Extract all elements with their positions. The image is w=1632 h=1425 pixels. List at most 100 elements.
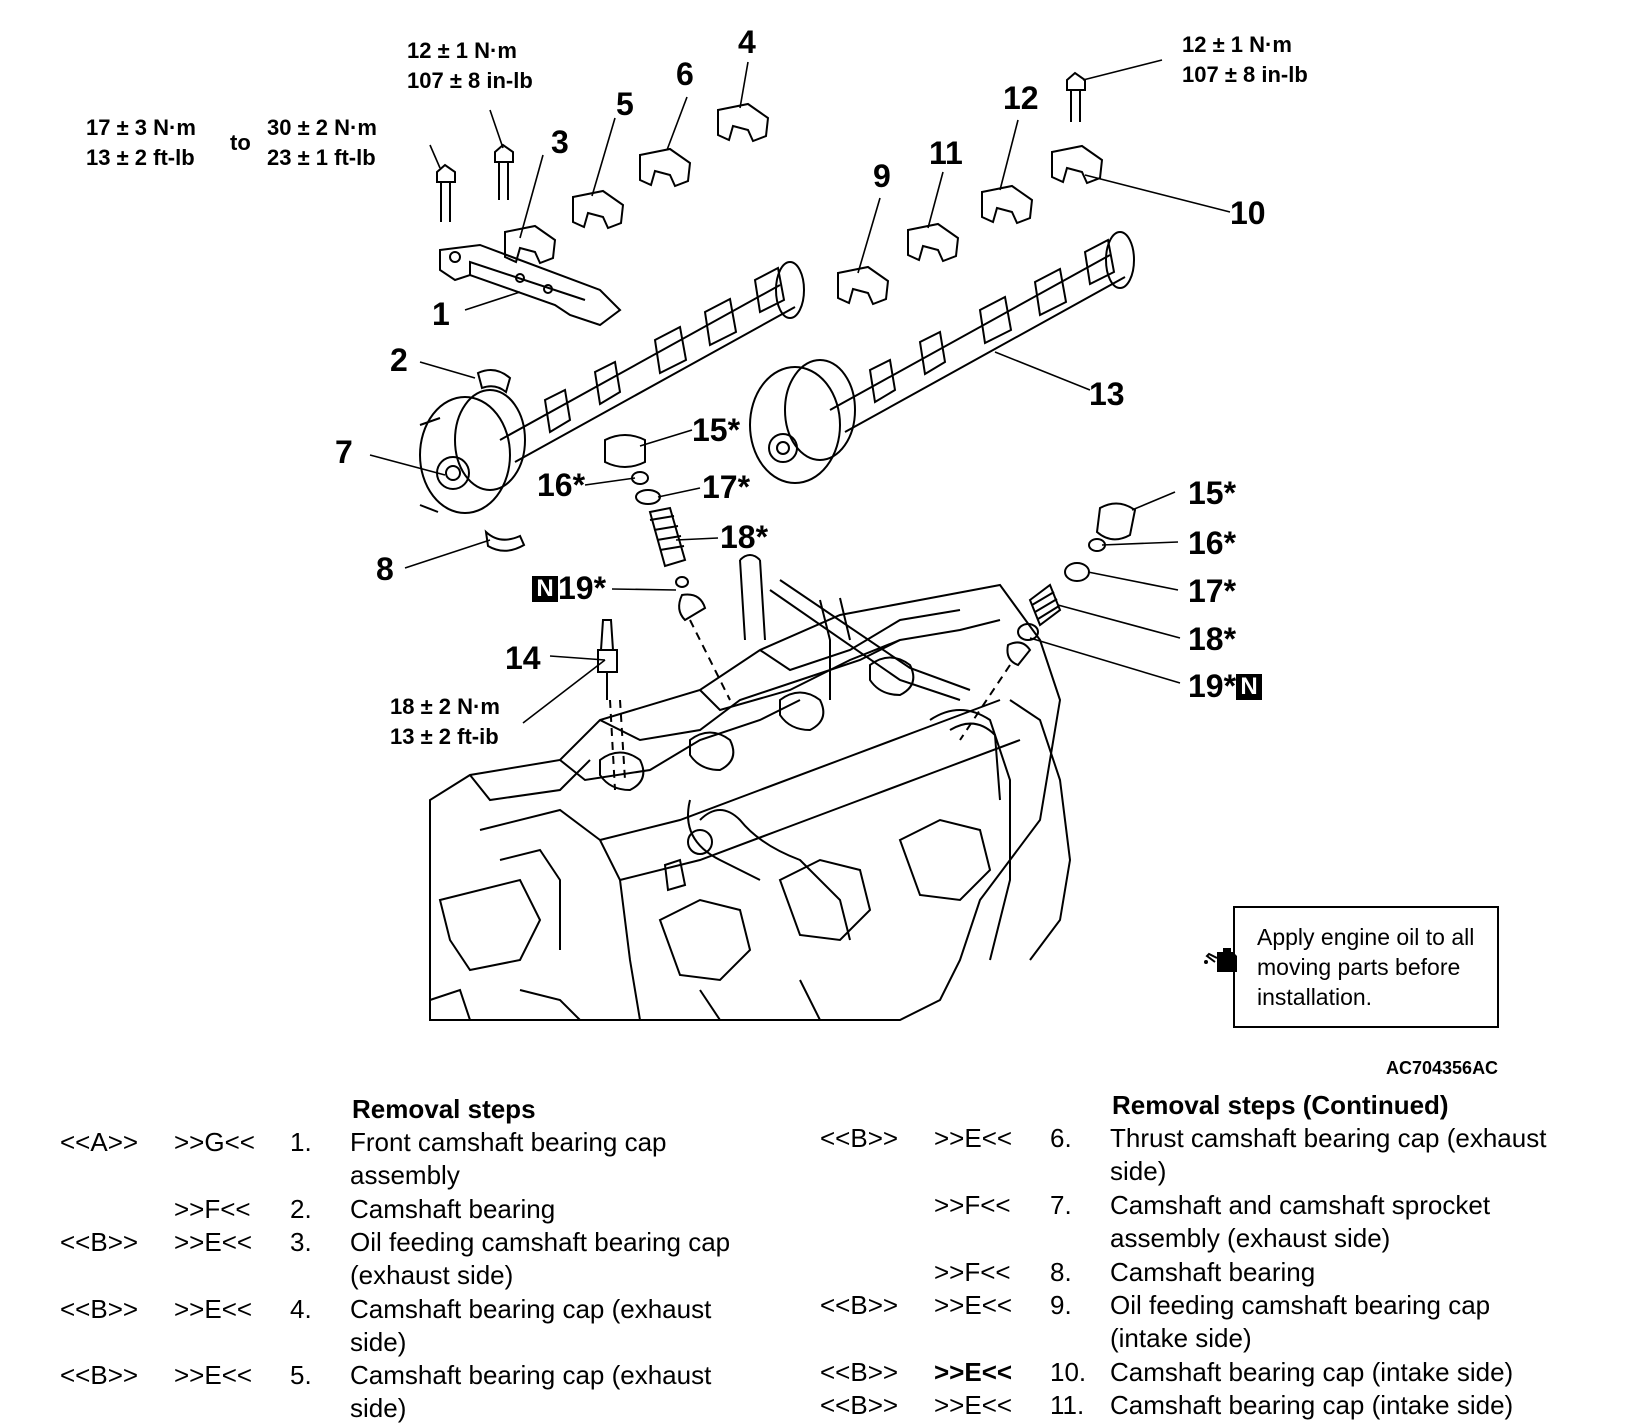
torque-value: 18 ± 2 N·m: [390, 694, 500, 719]
step-text: Front camshaft bearing cap assembly: [350, 1127, 667, 1190]
callout-6: 6: [676, 56, 694, 92]
step-ref-b: >>E<<: [934, 1357, 1013, 1387]
oil-note-box: Apply engine oil to all moving parts bef…: [1233, 906, 1499, 1028]
front-bearing-cap-assembly: [439, 243, 622, 327]
torque-value: 107 ± 8 in-lb: [407, 68, 533, 93]
callout-19-intake: 19*N: [1188, 668, 1263, 704]
callout-8: 8: [376, 551, 394, 587]
torque-value: 12 ± 1 N·m: [407, 38, 517, 63]
front-cap-bolts: [436, 71, 1086, 222]
step-text: Camshaft bearing cap (exhaust side): [350, 1294, 712, 1357]
step-number: 9.: [1050, 1290, 1072, 1320]
callout-13: 13: [1089, 376, 1125, 412]
callout-17-exhaust: 17*: [702, 469, 751, 505]
removal-steps-continued-title: Removal steps (Continued): [1112, 1090, 1449, 1120]
leader-lines: [369, 59, 1231, 724]
new-part-mark: N: [1236, 674, 1263, 700]
step-ref-a: <<B>>: [60, 1294, 139, 1324]
step-number: 3.: [290, 1227, 312, 1257]
torque-front-cap-initial: 17 ± 3 N·m 13 ± 2 ft-lb: [86, 113, 196, 173]
oil-note-text: Apply engine oil to all moving parts bef…: [1257, 924, 1475, 1010]
callout-18-intake: 18*: [1188, 621, 1237, 657]
callout-2: 2: [390, 342, 408, 378]
torque-value: 13 ± 2 ft-ib: [390, 724, 499, 749]
torque-value: 17 ± 3 N·m: [86, 115, 196, 140]
callout-7: 7: [335, 434, 353, 470]
step-ref-a: <<B>>: [820, 1290, 899, 1320]
step-ref-b: >>E<<: [174, 1227, 253, 1257]
step-ref-b: >>E<<: [934, 1123, 1013, 1153]
torque-value: 107 ± 8 in-lb: [1182, 62, 1308, 87]
step-number: 6.: [1050, 1123, 1072, 1153]
step-ref-b: >>F<<: [934, 1190, 1011, 1220]
intake-valve-stack: [959, 502, 1137, 741]
step-text: Camshaft bearing: [1110, 1257, 1316, 1287]
step-number: 11.: [1050, 1390, 1085, 1420]
step-text: Camshaft bearing cap (intake side): [1110, 1390, 1514, 1420]
callout-16-intake: 16*: [1188, 525, 1237, 561]
step-ref-b: >>E<<: [174, 1294, 253, 1324]
step-text: Camshaft and camshaft sprocket assembly …: [1110, 1190, 1491, 1253]
camshaft-bearings: [476, 368, 526, 552]
step-number: 5.: [290, 1360, 312, 1390]
step-number: 1.: [290, 1127, 312, 1157]
step-number: 10.: [1050, 1357, 1087, 1387]
step-number: 7.: [1050, 1190, 1072, 1220]
torque-front-cap-final: 30 ± 2 N·m 23 ± 1 ft-lb: [267, 113, 377, 173]
step-text: Oil feeding camshaft bearing cap (intake…: [1110, 1290, 1491, 1353]
callout-5: 5: [616, 86, 634, 122]
step-text: Thrust camshaft bearing cap (exhaust sid…: [1110, 1123, 1547, 1186]
bearing-caps: [504, 102, 1104, 306]
step-ref-b: >>F<<: [174, 1194, 251, 1224]
step-text: Camshaft bearing: [350, 1194, 556, 1224]
oil-can-icon: [1204, 948, 1237, 972]
step-number: 2.: [290, 1194, 312, 1224]
figure-code: AC704356AC: [1386, 1058, 1499, 1078]
torque-value: 23 ± 1 ft-lb: [267, 145, 376, 170]
new-part-mark: N: [532, 576, 558, 602]
step-ref-a: <<B>>: [60, 1360, 139, 1390]
callout-14: 14: [505, 640, 541, 676]
step-text: Camshaft bearing cap (intake side): [1110, 1357, 1514, 1387]
torque-value: 12 ± 1 N·m: [1182, 32, 1292, 57]
step-ref-b: >>E<<: [934, 1390, 1013, 1420]
step-number: 8.: [1050, 1257, 1072, 1287]
torque-cap-bolt-intake: 12 ± 1 N·m 107 ± 8 in-lb: [1182, 30, 1308, 90]
cylinder-head: [429, 554, 1072, 1021]
step-ref-a: <<B>>: [820, 1390, 899, 1420]
step-ref-a: <<A>>: [60, 1127, 139, 1157]
step-text: Camshaft bearing cap (exhaust side): [350, 1360, 712, 1423]
callout-10: 10: [1230, 195, 1266, 231]
callout-1: 1: [432, 296, 450, 332]
torque-to-label: to: [230, 130, 251, 155]
callout-3: 3: [551, 124, 569, 160]
step-text: Oil feeding camshaft bearing cap (exhaus…: [350, 1227, 731, 1290]
callout-19-intake-label: 19*: [1188, 668, 1237, 704]
callout-18-exhaust: 18*: [720, 519, 769, 555]
step-number: 4.: [290, 1294, 312, 1324]
callout-4: 4: [738, 24, 756, 60]
step-ref-b: >>G<<: [174, 1127, 255, 1157]
step-ref-b: >>E<<: [174, 1360, 253, 1390]
removal-steps-title: Removal steps: [352, 1094, 536, 1124]
step-ref-b: >>F<<: [934, 1257, 1011, 1287]
callout-9: 9: [873, 158, 891, 194]
step-ref-a: <<B>>: [60, 1227, 139, 1257]
callout-15-intake: 15*: [1188, 475, 1237, 511]
torque-cap-bolt-exhaust: 12 ± 1 N·m 107 ± 8 in-lb: [407, 36, 533, 96]
exhaust-valve-stack: [604, 434, 731, 781]
step-ref-a: <<B>>: [820, 1123, 899, 1153]
step-ref-a: <<B>>: [820, 1357, 899, 1387]
torque-value: 13 ± 2 ft-lb: [86, 145, 195, 170]
callout-17-intake: 17*: [1188, 573, 1237, 609]
torque-spark-plug: 18 ± 2 N·m 13 ± 2 ft-ib: [390, 692, 500, 752]
intake-camshaft: [749, 231, 1135, 484]
callout-12: 12: [1003, 80, 1039, 116]
callout-19-exhaust-label: 19*: [558, 570, 607, 606]
torque-value: 30 ± 2 N·m: [267, 115, 377, 140]
callout-16-exhaust: 16*: [537, 467, 586, 503]
callout-15-exhaust: 15*: [692, 412, 741, 448]
exhaust-camshaft: [419, 261, 805, 514]
